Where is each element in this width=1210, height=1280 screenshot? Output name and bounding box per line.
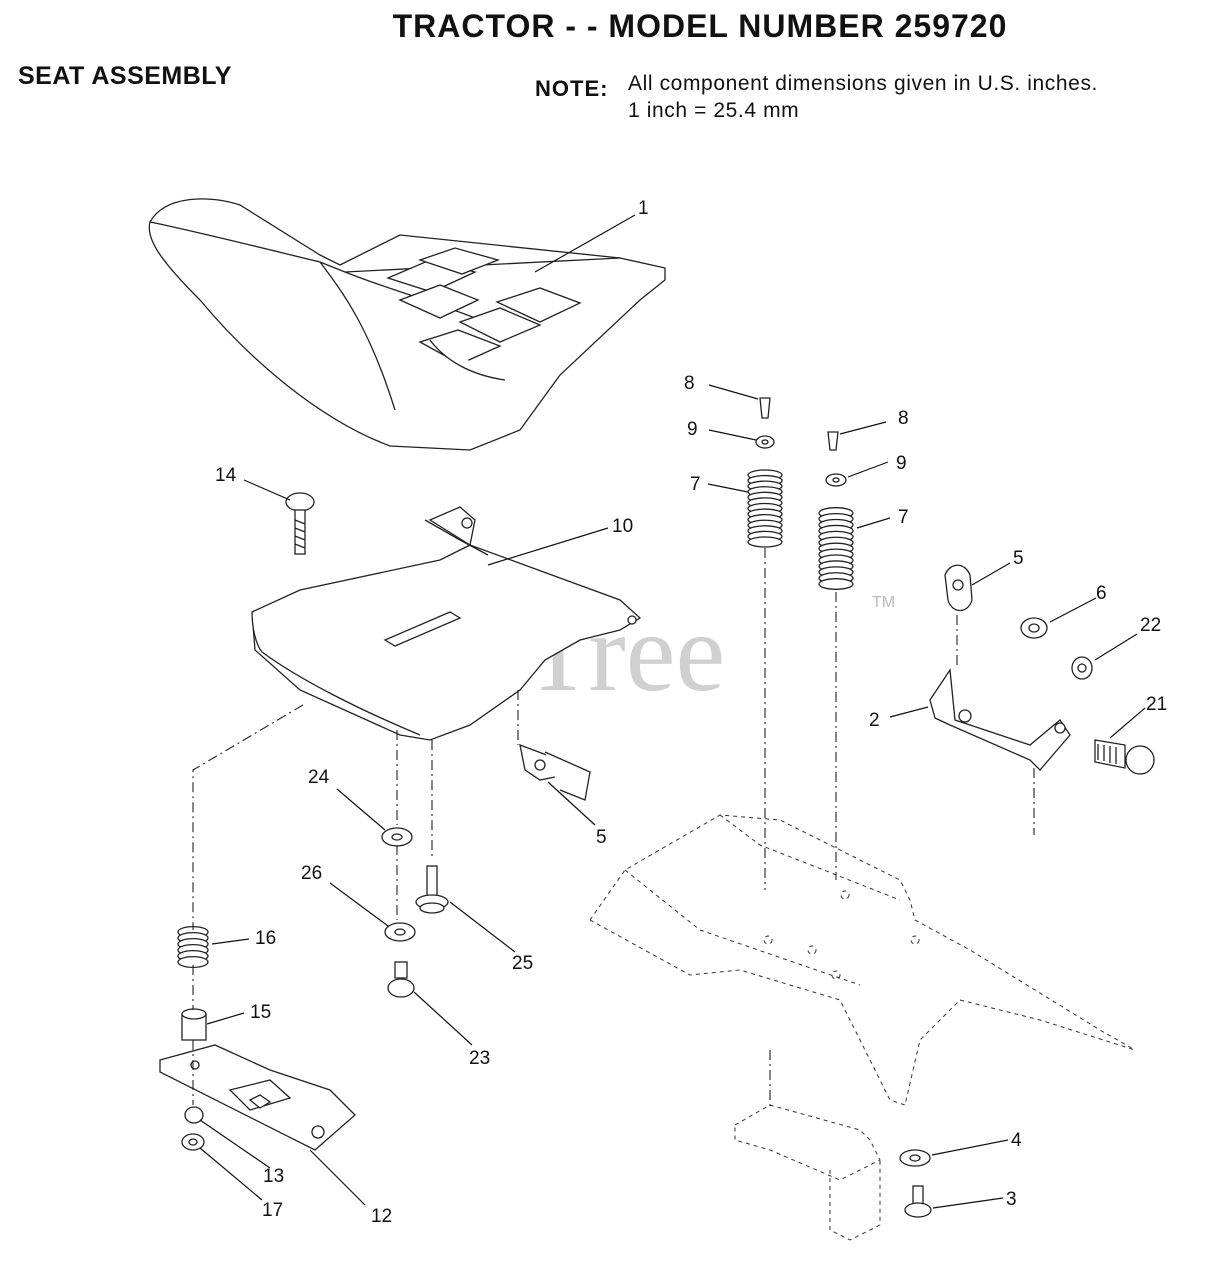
- callout-15: 15: [250, 1002, 271, 1023]
- callout-17: 17: [262, 1200, 283, 1221]
- part-shoulder-bolt: [415, 865, 449, 914]
- callout-12: 12: [371, 1206, 392, 1227]
- part-pivot-lower: [519, 743, 591, 801]
- callout-3: 3: [1006, 1189, 1017, 1210]
- callout-16: 16: [255, 928, 276, 949]
- part-carriage-bolt: [285, 492, 315, 555]
- callout-8-right: 8: [898, 408, 909, 429]
- callout-9-left: 9: [687, 419, 698, 440]
- callout-21: 21: [1146, 694, 1167, 715]
- part-washer-17: [181, 1133, 205, 1151]
- callout-5-lower: 5: [596, 827, 607, 848]
- part-screw-right: [827, 431, 839, 451]
- callout-23: 23: [469, 1048, 490, 1069]
- callout-10: 10: [612, 516, 633, 537]
- callout-22: 22: [1140, 615, 1161, 636]
- section-title: SEAT ASSEMBLY: [18, 62, 232, 90]
- callout-7-left: 7: [690, 474, 701, 495]
- callout-24: 24: [308, 767, 330, 788]
- callout-4: 4: [1011, 1130, 1022, 1151]
- part-bracket: [929, 668, 1071, 771]
- part-nut: [1020, 617, 1048, 639]
- note-line-2: 1 inch = 25.4 mm: [628, 99, 800, 122]
- callout-leader-lines: [199, 214, 1146, 1209]
- part-nut-13: [184, 1106, 204, 1124]
- callout-5-upper: 5: [1013, 548, 1024, 569]
- part-washer-24: [381, 827, 413, 847]
- part-bolt-3: [904, 1185, 932, 1218]
- part-seat: [148, 198, 666, 451]
- part-washer-right: [825, 473, 847, 487]
- callout-9-right: 9: [896, 453, 907, 474]
- callout-8-left: 8: [684, 373, 695, 394]
- callout-13: 13: [263, 1166, 284, 1187]
- part-slide-plate: [159, 1044, 356, 1151]
- part-knob: [1094, 739, 1155, 775]
- part-spring-right: [818, 507, 854, 590]
- watermark-trademark: TM: [872, 594, 895, 611]
- part-nut-23: [387, 961, 415, 998]
- part-pivot-upper: [944, 564, 973, 612]
- callout-2: 2: [869, 710, 880, 731]
- part-chassis-outline: [589, 814, 1136, 1241]
- callout-labels: 1 2 3 4 5 5 6 7 7 8 8 9 9 10 12 13 14 15…: [215, 198, 1167, 1227]
- callout-26: 26: [301, 863, 322, 884]
- spring-coil: [747, 536, 783, 548]
- part-bushing: [1071, 656, 1093, 680]
- part-spring-left: [747, 469, 783, 548]
- callout-14: 14: [215, 465, 237, 486]
- callout-6: 6: [1096, 583, 1107, 604]
- part-spring-small: [177, 925, 209, 969]
- part-washer-4: [899, 1149, 931, 1167]
- callout-25: 25: [512, 953, 533, 974]
- callout-1: 1: [638, 198, 649, 219]
- part-seat-pan: [251, 506, 642, 741]
- part-spacer: [181, 1008, 207, 1041]
- callout-7-right: 7: [898, 507, 909, 528]
- spring-coil: [818, 578, 854, 590]
- part-washer-26: [384, 922, 416, 942]
- note-label: NOTE:: [535, 76, 609, 101]
- assembly-center-lines: [192, 548, 1035, 1110]
- note-line-1: All component dimensions given in U.S. i…: [628, 72, 1098, 95]
- page-title: TRACTOR - - MODEL NUMBER 259720: [392, 8, 1008, 44]
- part-washer-left: [755, 435, 775, 449]
- part-screw-left: [759, 397, 771, 419]
